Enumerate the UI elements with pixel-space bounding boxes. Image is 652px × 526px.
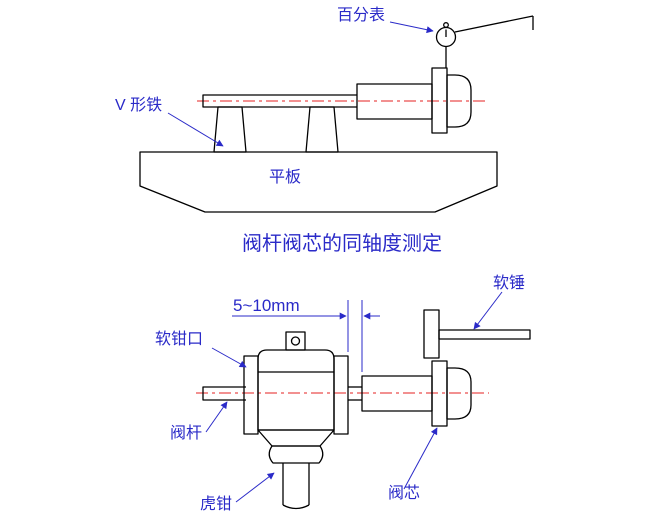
leader-valve-stem — [205, 401, 228, 433]
leader-valve-core — [403, 427, 438, 490]
label-soft-hammer: 软锤 — [493, 274, 525, 292]
label-valve-core: 阀芯 — [388, 484, 420, 502]
dial-knob — [443, 22, 449, 28]
v-block-left — [213, 106, 247, 153]
soft-jaw-left — [243, 355, 259, 435]
v-block-right — [305, 106, 339, 153]
valve-core-plug — [446, 367, 472, 420]
dial-stand-arm — [454, 15, 534, 33]
hammer-head — [423, 309, 440, 359]
label-bench-vise: 虎钳 — [200, 495, 232, 513]
body-taper — [257, 429, 335, 447]
body-shell — [257, 349, 335, 431]
bonnet-hole — [290, 336, 301, 346]
valve-stem-left — [202, 386, 246, 401]
label-surface-plate: 平板 — [269, 168, 301, 186]
top-diagram: 百分表 V 形铁 平板 阀杆阀芯的同轴度测定 — [115, 6, 534, 255]
body-tube-end — [282, 504, 310, 510]
label-dial-indicator: 百分表 — [337, 6, 385, 24]
dimension-text: 5~10mm — [233, 296, 300, 315]
label-soft-jaw: 软钳口 — [155, 330, 203, 348]
leader-v-block — [167, 112, 224, 147]
valve-core-plug — [446, 74, 472, 128]
surface-plate — [139, 151, 498, 213]
leader-dial-indicator — [389, 21, 434, 34]
leader-soft-jaw — [211, 347, 247, 368]
leader-soft-hammer — [473, 291, 503, 330]
soft-hammer — [423, 309, 531, 359]
valve-body — [257, 331, 335, 510]
dial-indicator — [435, 15, 534, 68]
bonnet-nut — [285, 331, 306, 351]
bottom-diagram: 5~10mm 软锤 软钳口 阀杆 虎钳 阀芯 — [155, 274, 531, 513]
hammer-handle — [438, 329, 531, 340]
leader-bench-vise — [235, 472, 275, 503]
figure-caption: 阀杆阀芯的同轴度测定 — [242, 232, 442, 255]
soft-jaw-right — [333, 355, 349, 435]
valve-stem — [202, 94, 357, 108]
label-v-block: V 形铁 — [115, 96, 162, 114]
dimension-5-10mm: 5~10mm — [232, 296, 380, 372]
label-valve-stem: 阀杆 — [170, 424, 202, 442]
body-collar — [268, 445, 324, 464]
